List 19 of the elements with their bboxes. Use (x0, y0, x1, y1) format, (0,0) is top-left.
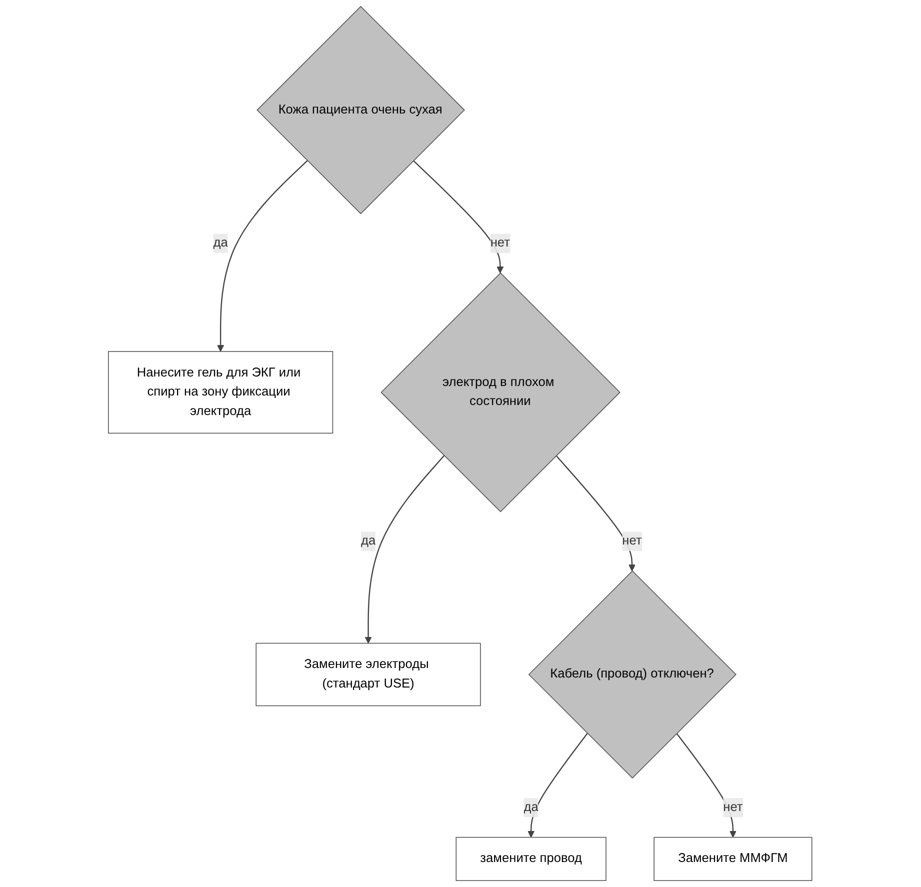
arrow (365, 455, 445, 644)
node-box: Замените электроды (стандарт USE) (256, 642, 482, 706)
node-box: Нанесите гель для ЭКГ или спирт на зону фиксации электрода (108, 351, 334, 434)
node-diamond: электрод в плохом состоянии (380, 272, 621, 512)
edge-label: да (361, 534, 376, 548)
node-box: Замените ММФГМ (654, 836, 813, 881)
arrow (556, 455, 636, 572)
node-diamond: Кожа пациента очень сухая (256, 6, 466, 214)
edge-label: нет (622, 534, 642, 548)
edge-label: нет (490, 236, 510, 250)
edge-label: да (214, 236, 228, 250)
node-diamond: Кабель (провод) отключен? (528, 570, 737, 779)
arrow (413, 160, 504, 274)
arrow (676, 733, 737, 838)
edge-label: да (524, 800, 539, 814)
node-box: замените провод (456, 836, 607, 881)
arrow (217, 160, 308, 352)
edge-label: нет (723, 800, 744, 814)
arrow (528, 733, 588, 838)
